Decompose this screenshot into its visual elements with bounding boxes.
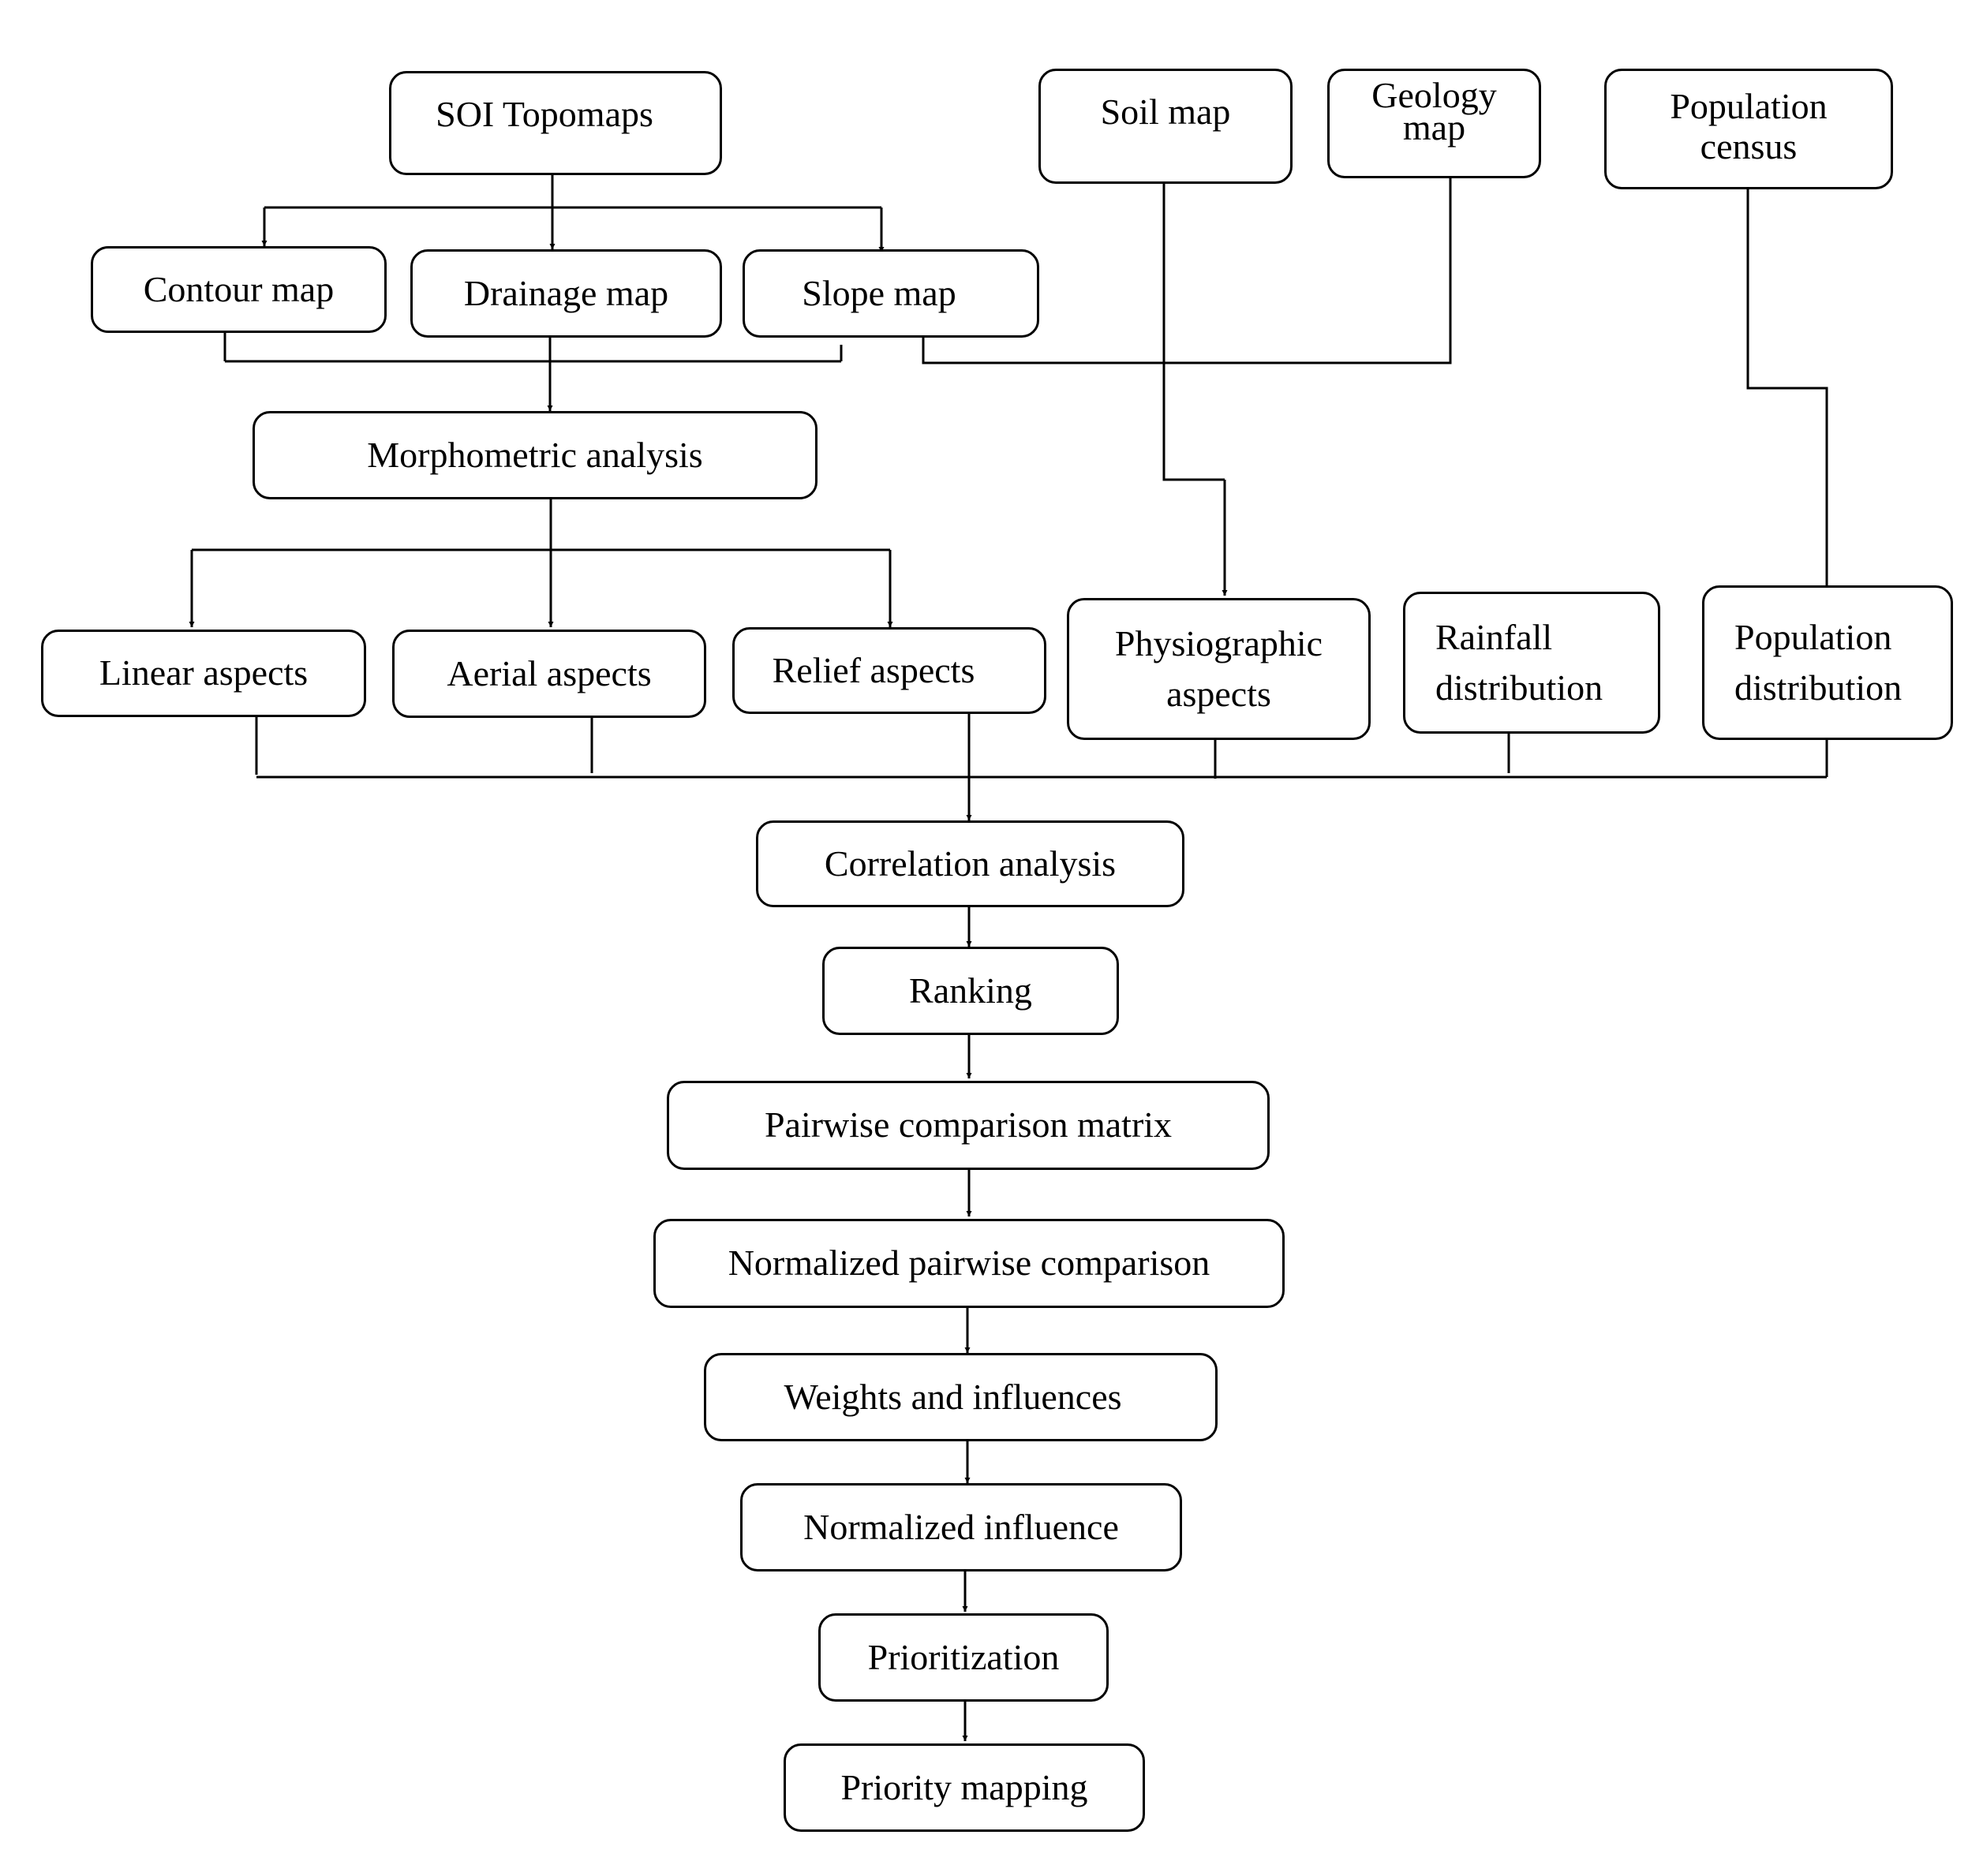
node-physiographic-aspects: Physiographic aspects <box>1067 598 1371 740</box>
connector-slope-geology <box>922 178 1452 364</box>
node-ranking: Ranking <box>822 947 1119 1035</box>
node-aerial-aspects: Aerial aspects <box>392 630 706 718</box>
node-weights-and-influences: Weights and influences <box>704 1353 1218 1441</box>
node-prioritization: Prioritization <box>818 1613 1109 1702</box>
connector-population <box>1746 189 1828 585</box>
node-soi-topomaps: SOI Topomaps <box>389 71 722 175</box>
node-correlation-analysis: Correlation analysis <box>756 820 1184 907</box>
node-geology-map: Geology map <box>1327 69 1541 178</box>
node-priority-mapping: Priority mapping <box>784 1743 1145 1832</box>
node-contour-map: Contour map <box>91 246 387 333</box>
node-rainfall-distribution: Rainfall distribution <box>1403 592 1660 734</box>
node-population-distribution: Population distribution <box>1702 585 1953 740</box>
node-slope-map: Slope map <box>743 249 1039 338</box>
node-linear-aspects: Linear aspects <box>41 630 366 717</box>
node-normalized-pairwise-comparison: Normalized pairwise comparison <box>653 1219 1285 1308</box>
node-normalized-influence: Normalized influence <box>740 1483 1182 1571</box>
node-drainage-map: Drainage map <box>410 249 722 338</box>
node-pairwise-comparison-matrix: Pairwise comparison matrix <box>667 1081 1270 1170</box>
node-relief-aspects: Relief aspects <box>732 627 1046 714</box>
node-soil-map: Soil map <box>1038 69 1293 184</box>
connector-soil <box>1162 184 1225 481</box>
node-population-census: Population census <box>1604 69 1893 189</box>
node-morphometric-analysis: Morphometric analysis <box>253 411 818 499</box>
